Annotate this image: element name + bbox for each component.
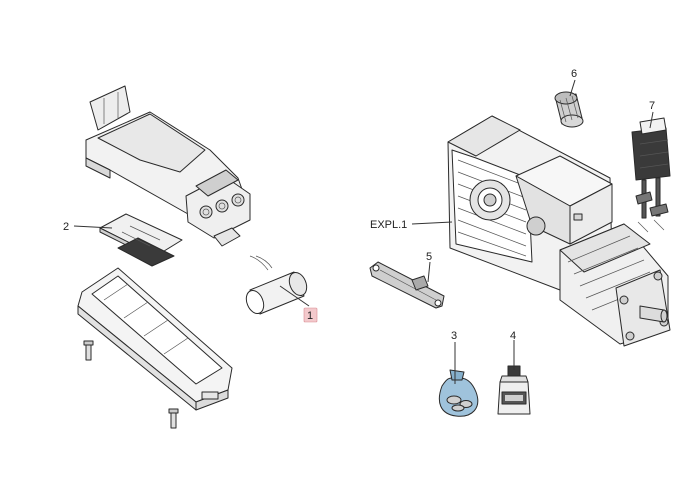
leader-lines xyxy=(73,79,654,384)
part-5-release-lever xyxy=(369,261,445,309)
part-7-limit-switch xyxy=(631,117,671,233)
part-1-capacitor xyxy=(245,255,308,315)
callout-labels: 1 2 3 4 5 6 7 EXPL.1 xyxy=(63,68,655,342)
leader-7 xyxy=(649,111,654,129)
leader-5 xyxy=(427,261,431,283)
screw-left xyxy=(83,340,94,361)
callout-1-highlight xyxy=(303,307,318,323)
callout-1: 1 xyxy=(307,310,313,322)
callout-6: 6 xyxy=(571,68,577,80)
leader-2 xyxy=(73,225,113,229)
control-box-cover xyxy=(85,85,251,247)
part-2-circuit-board xyxy=(99,213,183,267)
part-6-gear xyxy=(554,91,584,128)
leader-6 xyxy=(569,79,576,97)
callout-2: 2 xyxy=(63,221,69,233)
callout-3: 3 xyxy=(451,330,457,342)
callout-4: 4 xyxy=(510,330,516,342)
part-3-screw-bag xyxy=(438,369,479,417)
leader-1 xyxy=(279,285,310,307)
screw-bottom xyxy=(168,408,179,429)
callout-5: 5 xyxy=(426,251,432,263)
callout-expl-1: EXPL.1 xyxy=(370,219,407,231)
part-4-oil-bottle xyxy=(497,365,531,415)
gearmotor-assembly xyxy=(447,115,671,347)
control-box-base xyxy=(77,267,233,411)
callout-7: 7 xyxy=(649,100,655,112)
leader-expl xyxy=(411,221,453,225)
